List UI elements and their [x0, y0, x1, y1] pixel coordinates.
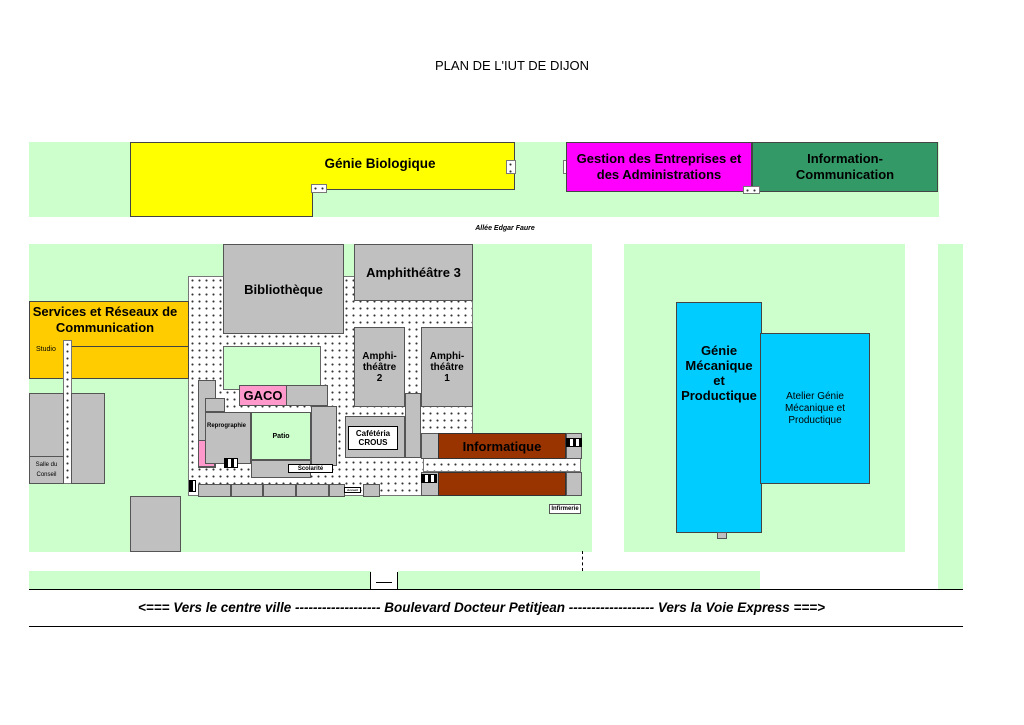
street-label: Allée Edgar Faure	[475, 225, 535, 232]
building-bibliotheque[interactable]: Bibliothèque	[223, 244, 344, 334]
building-info-com[interactable]: Information-Communication	[752, 142, 938, 192]
building-src-east	[71, 346, 189, 379]
building-info-south-e	[566, 472, 582, 496]
building-genie-biologique-wing	[130, 189, 313, 217]
label-src: Services et Réseaux de Communication	[32, 304, 178, 335]
cafeteria-label-box: Cafétéria CROUS	[348, 426, 398, 450]
label-salle-du-conseil: Salle du Conseil	[35, 462, 58, 478]
building-informatique[interactable]: Informatique	[438, 433, 566, 459]
road-marking-3	[397, 572, 398, 590]
building-atelier-gmp[interactable]: Atelier Génie Mécanique et Productique	[760, 333, 870, 484]
building-genie-biologique[interactable]	[130, 142, 515, 190]
building-complex-east	[311, 406, 337, 466]
lawn-south-1	[29, 571, 371, 590]
room-south-4	[296, 484, 329, 497]
scolarite[interactable]: Scolarité	[288, 464, 333, 473]
building-west-b	[71, 393, 105, 484]
boulevard-label: <=== Vers le centre ville --------------…	[137, 600, 826, 615]
gmp-annex	[717, 532, 727, 539]
label-gea: Gestion des Entreprises et des Administr…	[576, 151, 742, 182]
lawn-west-2	[198, 496, 592, 552]
entrance-gb-2	[506, 160, 516, 174]
entrance-info-com	[743, 186, 760, 194]
stairs-complex	[224, 458, 238, 468]
building-amphi-2[interactable]: Amphi-théâtre 2	[354, 327, 405, 407]
boulevard-line-top	[29, 589, 963, 590]
lawn-inner-court	[223, 346, 321, 390]
entrance-gb-1	[311, 184, 327, 193]
room-south-1	[198, 484, 231, 497]
building-info-west	[421, 433, 439, 459]
map-title: PLAN DE L'IUT DE DIJON	[435, 58, 589, 73]
label-amphi-1: Amphi-théâtre 1	[429, 350, 465, 384]
accueil[interactable]: Accueil	[344, 487, 361, 493]
label-amphi-3: Amphithéâtre 3	[366, 265, 461, 280]
label-scolarite: Scolarité	[297, 465, 324, 472]
building-reprographie[interactable]	[205, 412, 251, 464]
label-cafeteria: Cafétéria CROUS	[355, 429, 391, 447]
lawn-east	[938, 244, 963, 590]
building-amphi-1[interactable]: Amphi-théâtre 1	[421, 327, 473, 407]
label-reprographie: Reprographie	[207, 423, 247, 429]
label-studio: Studio	[36, 346, 56, 353]
label-genie-biologique: Génie Biologique	[324, 155, 436, 171]
gaco[interactable]: GACO	[239, 385, 287, 406]
label-amphi-2: Amphi-théâtre 2	[362, 350, 397, 384]
infirmerie[interactable]: Infirmerie	[549, 504, 581, 514]
building-amphi-3[interactable]: Amphithéâtre 3	[354, 244, 473, 301]
room-south-2	[231, 484, 263, 497]
building-src-west	[29, 346, 64, 379]
label-infirmerie: Infirmerie	[551, 506, 579, 512]
label-info-com: Information-Communication	[795, 151, 895, 182]
patio: Patio	[251, 412, 311, 460]
road-marking-4	[376, 582, 392, 583]
room-south-6	[363, 484, 380, 497]
label-atelier-gmp: Atelier Génie Mécanique et Productique	[784, 390, 846, 426]
label-accueil: Accueil	[347, 488, 358, 492]
boulevard-line-bottom	[29, 626, 963, 627]
stairs-info-1	[566, 438, 582, 447]
building-complex-nw	[205, 398, 225, 412]
label-gmp: Génie Mécanique et Productique	[681, 342, 757, 403]
road-marking-2	[370, 572, 371, 590]
label-gaco: GACO	[243, 388, 283, 403]
room-salle-du-conseil[interactable]: Salle du Conseil	[29, 456, 64, 484]
building-connector	[405, 393, 421, 458]
building-gaco-annex	[286, 385, 328, 406]
lawn-south-2	[398, 571, 760, 590]
stairs-info-2	[421, 474, 437, 483]
room-south-3	[263, 484, 296, 497]
room-south-5	[329, 484, 345, 497]
stairs-sw	[189, 480, 196, 492]
building-gea[interactable]: Gestion des Entreprises et des Administr…	[566, 142, 752, 192]
label-informatique: Informatique	[462, 438, 542, 454]
building-src[interactable]	[29, 301, 189, 347]
building-gmp[interactable]: Génie Mécanique et Productique	[676, 302, 762, 533]
road-marking-1	[582, 551, 583, 571]
label-bibliotheque: Bibliothèque	[244, 281, 323, 297]
label-patio: Patio	[272, 432, 290, 440]
building-informatique-south	[438, 472, 566, 496]
building-annex-south	[130, 496, 181, 552]
